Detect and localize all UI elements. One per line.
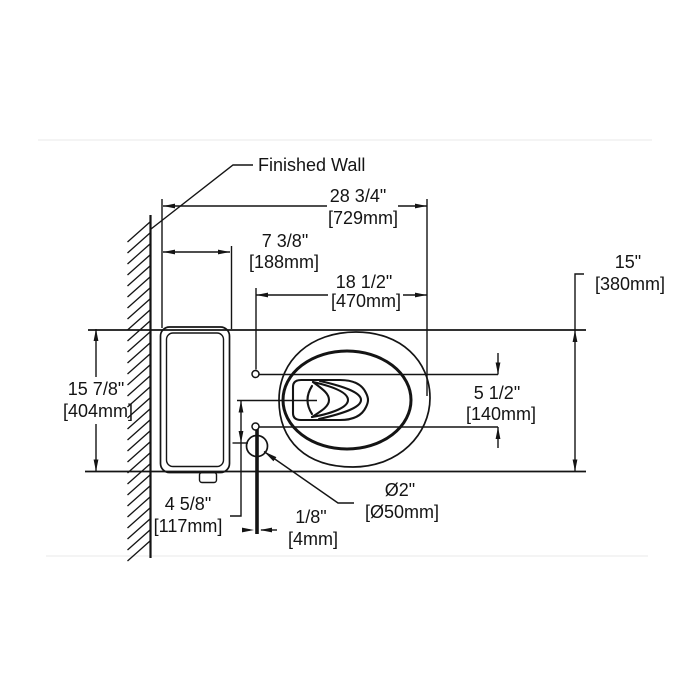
dim-overall-depth: 28 3/4" [729mm]	[163, 186, 428, 396]
bowl-seat-outline	[278, 331, 431, 468]
dim-holes-to-front-in: 18 1/2"	[336, 272, 392, 292]
dim-tank-width-in: 15 7/8"	[68, 379, 124, 399]
dim-holes-to-front: 18 1/2" [470mm]	[255, 272, 427, 370]
dim-supply-offset-mm: [117mm]	[154, 516, 223, 536]
finished-wall-callout: Finished Wall	[150, 155, 365, 230]
dim-overall-depth-mm: [729mm]	[328, 208, 398, 228]
supply-hole-leader-line	[263, 450, 354, 504]
dim-supply-hole-dia-in: Ø2"	[385, 480, 415, 500]
dim-supply-offset-in: 4 5/8"	[165, 494, 211, 514]
sump-crescent-outer-arc	[310, 380, 350, 419]
sump-outline	[291, 378, 370, 422]
toilet-tank	[159, 326, 231, 484]
sump-right-arc	[317, 379, 363, 421]
supply-hole-circle	[245, 434, 269, 458]
dim-tank-depth-in: 7 3/8"	[262, 231, 308, 251]
tank-lid-outline	[165, 332, 225, 468]
dim-supply-clearance-mm: [4mm]	[288, 529, 338, 549]
sump-crescent-inner-arc	[310, 380, 331, 419]
dim-holes-to-front-mm: [470mm]	[331, 291, 401, 311]
dim-bowl-width: 15" [380mm]	[572, 252, 665, 472]
dim-supply-clearance-in: 1/8"	[295, 507, 326, 527]
dim-bolt-hole-spacing-in: 5 1/2"	[474, 383, 520, 403]
toilet-bowl	[278, 331, 431, 468]
dim-bolt-hole-spacing-mm: [140mm]	[466, 404, 536, 424]
seat-bolt-hole-top	[251, 369, 260, 379]
dim-bowl-width-in: 15"	[615, 252, 641, 272]
faint-frame-lines	[38, 139, 652, 557]
dim-tank-width: 15 7/8" [404mm]	[63, 329, 133, 472]
wall-hatching	[127, 221, 151, 562]
dim-bolt-hole-spacing: 5 1/2" [140mm]	[259, 353, 536, 448]
dim-supply-clearance: 1/8" [4mm]	[242, 507, 338, 549]
finished-wall-label: Finished Wall	[258, 155, 365, 175]
dim-tank-width-mm: [404mm]	[63, 401, 133, 421]
dim-supply-offset: 4 5/8" [117mm]	[154, 399, 317, 536]
dim-overall-depth-in: 28 3/4"	[330, 186, 386, 206]
dim-tank-depth: 7 3/8" [188mm]	[163, 231, 319, 329]
trapway-water-spot	[291, 378, 370, 422]
dim-bowl-width-mm: [380mm]	[595, 274, 665, 294]
tank-outer-outline	[159, 326, 231, 474]
dim-supply-hole-dia: Ø2" [Ø50mm]	[263, 450, 439, 522]
dim-supply-hole-dia-mm: [Ø50mm]	[365, 502, 439, 522]
finished-wall-leader-line	[150, 164, 253, 230]
wall-section	[127, 199, 163, 562]
seat-bolt-hole-bottom	[251, 422, 260, 431]
tank-bolt-cap	[198, 471, 218, 484]
dim-tank-depth-mm: [188mm]	[249, 252, 319, 272]
